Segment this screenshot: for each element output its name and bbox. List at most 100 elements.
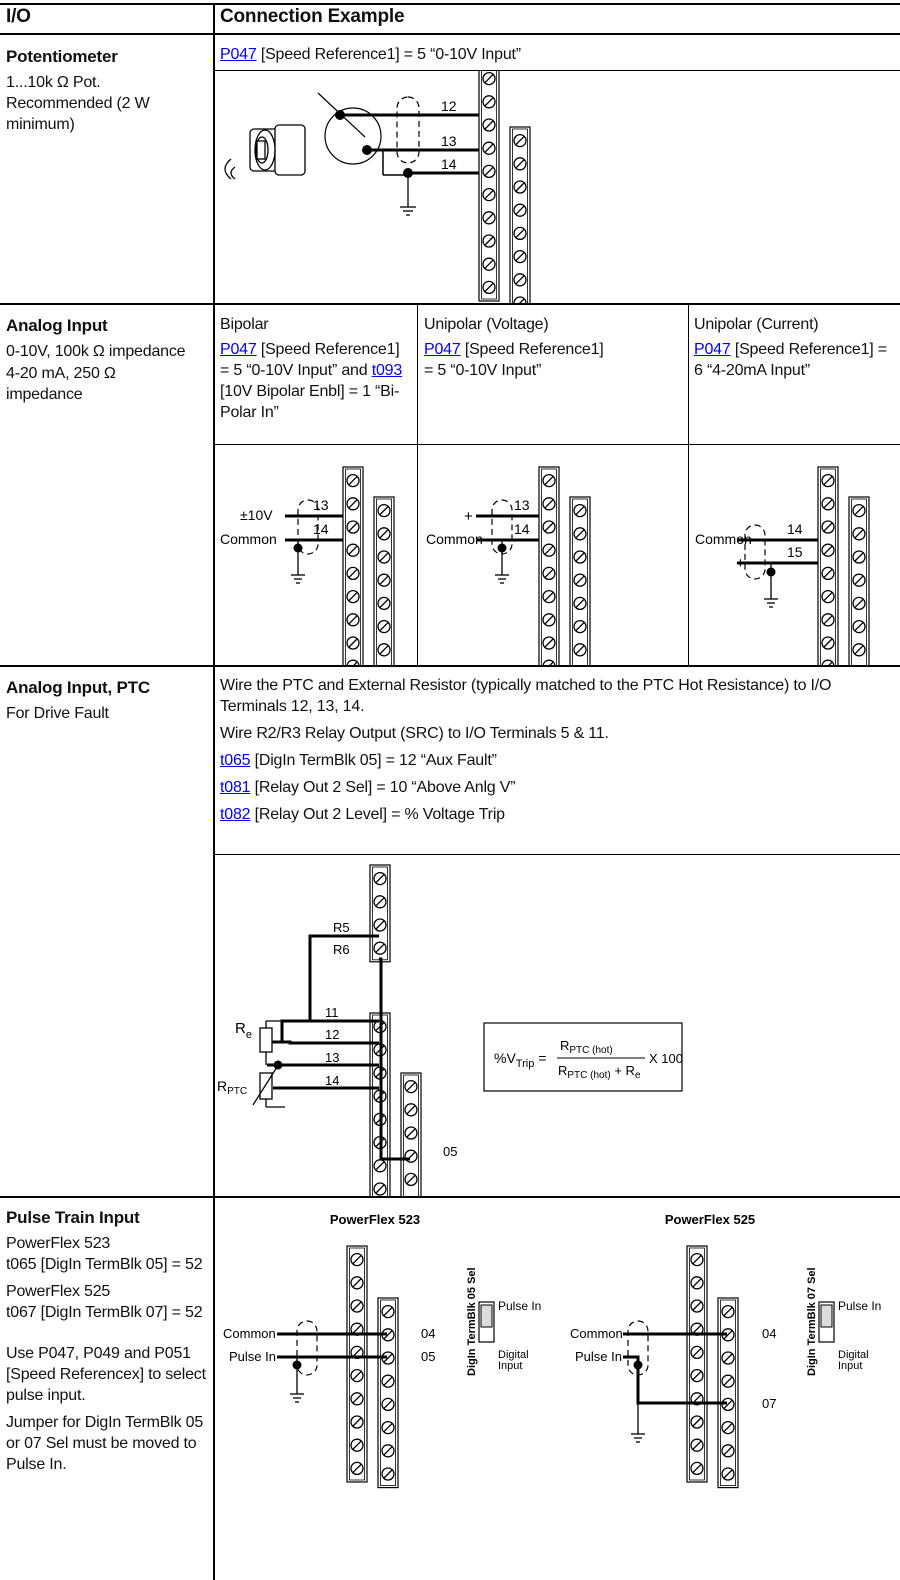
t13-label: 13 bbox=[325, 1050, 339, 1065]
p047-link[interactable]: P047 bbox=[220, 341, 257, 358]
unipolar-current-text: [Speed Reference1] = 6 “4-20mA Input” bbox=[694, 341, 887, 379]
ptc-line5: [Relay Out 2 Level] = % Voltage Trip bbox=[250, 806, 505, 823]
t12-label: 12 bbox=[325, 1027, 339, 1042]
unipolar-v-label-bottom: Common bbox=[426, 531, 483, 547]
bipolar-t2: 14 bbox=[313, 521, 329, 537]
bipolar-label-top: ±10V bbox=[240, 507, 273, 523]
sub-divider-analog bbox=[214, 444, 900, 445]
unipolar-voltage-heading: Unipolar (Voltage) bbox=[424, 316, 549, 333]
terminal-block bbox=[817, 466, 839, 665]
pf525-title: PowerFlex 525 bbox=[665, 1212, 755, 1227]
unipolar-voltage-block: Unipolar (Voltage) P047 [Speed Reference… bbox=[424, 314, 684, 381]
pf523-t05: 05 bbox=[421, 1349, 435, 1364]
row-divider-2 bbox=[0, 665, 900, 667]
screw-terminal bbox=[513, 296, 527, 303]
ptc-line3: [DigIn TermBlk 05] = 12 “Aux Fault” bbox=[250, 752, 497, 769]
bipolar-heading: Bipolar bbox=[220, 316, 269, 333]
svg-text:RPTC (hot) + Re: RPTC (hot) + Re bbox=[558, 1063, 641, 1081]
analog-line1: 0-10V, 100k Ω impedance bbox=[6, 343, 186, 360]
unipolar-voltage-wiring-diagram: + Common 13 14 bbox=[426, 466, 591, 665]
terminal-block bbox=[400, 1072, 422, 1196]
p047-link[interactable]: P047 bbox=[424, 341, 461, 358]
svg-text:RPTC (hot): RPTC (hot) bbox=[560, 1038, 613, 1056]
column-divider bbox=[213, 3, 215, 1580]
pulse-wiring-diagram: PowerFlex 523 PowerFlex 525 Common Pulse… bbox=[223, 1212, 881, 1489]
pf525-pulse-in: Pulse In bbox=[575, 1349, 622, 1364]
ptc-line1: Wire the PTC and External Resistor (typi… bbox=[220, 677, 832, 715]
unipolar-c-t1: 14 bbox=[787, 521, 803, 537]
re-label: Re bbox=[235, 1020, 252, 1041]
analog-col-divider-1 bbox=[417, 305, 418, 665]
pulse-p1: PowerFlex 523 bbox=[6, 1235, 111, 1252]
terminal-block-lower bbox=[509, 126, 531, 303]
t11-label: 11 bbox=[325, 1005, 339, 1020]
unipolar-c-t2: 15 bbox=[787, 544, 803, 560]
pulse-p4: t067 [DigIn TermBlk 07] = 52 bbox=[6, 1304, 203, 1321]
bipolar-label-bottom: Common bbox=[220, 531, 277, 547]
unipolar-v-label-top: + bbox=[464, 508, 473, 525]
sub-divider-ptc bbox=[214, 854, 900, 855]
analog-title: Analog Input bbox=[6, 316, 108, 335]
pf525-t07: 07 bbox=[762, 1396, 776, 1411]
unipolar-current-block: Unipolar (Current) P047 [Speed Reference… bbox=[694, 314, 894, 381]
terminal-block bbox=[369, 864, 391, 963]
t14-label: 14 bbox=[325, 1073, 339, 1088]
pf523-digital: Digital bbox=[498, 1349, 529, 1361]
table-top-border bbox=[0, 3, 900, 5]
terminal-block bbox=[848, 496, 870, 665]
pulse-title: Pulse Train Input bbox=[6, 1208, 140, 1227]
t081-link[interactable]: t081 bbox=[220, 779, 251, 796]
terminal-13-label: 13 bbox=[441, 133, 457, 149]
t05-label: 05 bbox=[443, 1144, 457, 1159]
terminal-block bbox=[346, 1245, 368, 1483]
unipolar-current-heading: Unipolar (Current) bbox=[694, 316, 819, 333]
terminal-block bbox=[373, 496, 395, 665]
terminal-block bbox=[538, 466, 560, 665]
t065-link[interactable]: t065 bbox=[220, 752, 251, 769]
terminal-block bbox=[377, 1297, 399, 1489]
pot-resistor-symbol bbox=[324, 107, 382, 165]
p047-link[interactable]: P047 bbox=[220, 46, 257, 63]
t093-link[interactable]: t093 bbox=[371, 362, 403, 379]
pot-setting: P047 [Speed Reference1] = 5 “0-10V Input… bbox=[220, 44, 521, 65]
unipolar-voltage-text: [Speed Reference1] = 5 “0-10V Input” bbox=[424, 341, 604, 379]
r6-label: R6 bbox=[333, 942, 350, 957]
pulse-p6: Jumper for DigIn TermBlk 05 or 07 Sel mu… bbox=[6, 1414, 204, 1473]
pf523-pulse-in: Pulse In bbox=[229, 1349, 276, 1364]
pot-description: 1...10k Ω Pot. Recommended (2 W minimum) bbox=[6, 74, 150, 133]
ptc-title: Analog Input, PTC bbox=[6, 678, 150, 697]
terminal-block bbox=[342, 466, 364, 665]
pf525-jumper-pulse-in: Pulse In bbox=[838, 1299, 881, 1313]
pot-setting-text: [Speed Reference1] = 5 “0-10V Input” bbox=[256, 46, 521, 63]
t082-link[interactable]: t082 bbox=[220, 806, 251, 823]
unipolar-current-wiring-diagram: Common + 14 15 bbox=[695, 466, 870, 665]
pf523-input: Input bbox=[498, 1360, 522, 1372]
p047-link[interactable]: P047 bbox=[694, 341, 731, 358]
pf523-sel-label: DigIn TermBlk 05 Sel bbox=[466, 1267, 478, 1376]
bipolar-text1: [Speed Reference1] = 5 “0-10V Input” and bbox=[220, 341, 400, 379]
pf523-t04: 04 bbox=[421, 1326, 435, 1341]
ptc-formula-box: %VTrip = RPTC (hot) RPTC (hot) + Re X 10… bbox=[483, 1022, 683, 1092]
unipolar-c-label-top: Common bbox=[695, 531, 752, 547]
pf525-common: Common bbox=[570, 1326, 623, 1341]
pot-title: Potentiometer bbox=[6, 47, 118, 66]
pulse-p2: t065 [DigIn TermBlk 05] = 52 bbox=[6, 1256, 203, 1273]
terminal-block bbox=[686, 1245, 708, 1483]
svg-text:%VTrip =: %VTrip = bbox=[494, 1050, 546, 1070]
analog-line2: 4-20 mA, 250 Ω impedance bbox=[6, 365, 116, 403]
pot-wiring-diagram: 12 13 14 bbox=[224, 71, 531, 303]
terminal-block bbox=[569, 496, 591, 665]
pf525-input: Input bbox=[838, 1360, 862, 1372]
unipolar-v-t2: 14 bbox=[514, 521, 530, 537]
ptc-line4: [Relay Out 2 Sel] = 10 “Above Anlg V” bbox=[250, 779, 516, 796]
unipolar-v-t1: 13 bbox=[514, 497, 530, 513]
terminal-12-label: 12 bbox=[441, 98, 457, 114]
pf525-digital: Digital bbox=[838, 1349, 869, 1361]
pulse-notes: PowerFlex 523 t065 [DigIn TermBlk 05] = … bbox=[6, 1233, 206, 1481]
bipolar-wiring-diagram: ±10V Common 13 14 bbox=[220, 466, 395, 665]
header-connection-example: Connection Example bbox=[220, 6, 405, 27]
header-io: I/O bbox=[6, 6, 31, 27]
svg-text:X 100: X 100 bbox=[649, 1051, 683, 1066]
header-bottom-border bbox=[0, 33, 900, 35]
bipolar-text2: [10V Bipolar Enbl] = 1 “Bi-Polar In” bbox=[220, 383, 400, 421]
